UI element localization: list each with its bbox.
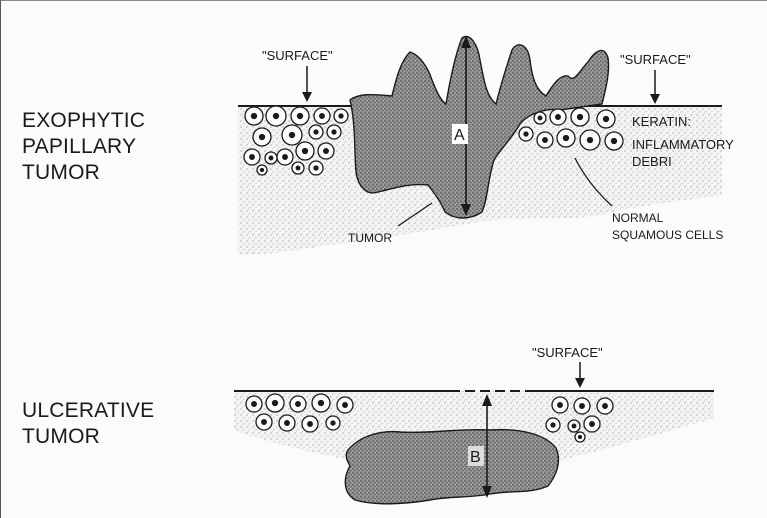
keratin-label: KERATIN: <box>632 114 691 129</box>
normal-label-1: NORMAL <box>612 211 664 225</box>
ulcerative-surface-label: "SURFACE" <box>532 345 603 360</box>
measure-b-label: B <box>470 449 481 466</box>
tumor-label: TUMOR <box>348 231 392 245</box>
ulcerative-tumor-mass <box>345 430 558 504</box>
inflammatory-label-2: DEBRI <box>632 154 672 169</box>
measure-a-label: A <box>454 127 465 144</box>
inflammatory-label-1: INFLAMMATORY <box>632 137 734 152</box>
surface-right-label: "SURFACE" <box>620 52 691 67</box>
surface-left-label: "SURFACE" <box>262 48 333 63</box>
normal-label-2: SQUAMOUS CELLS <box>612 228 723 242</box>
